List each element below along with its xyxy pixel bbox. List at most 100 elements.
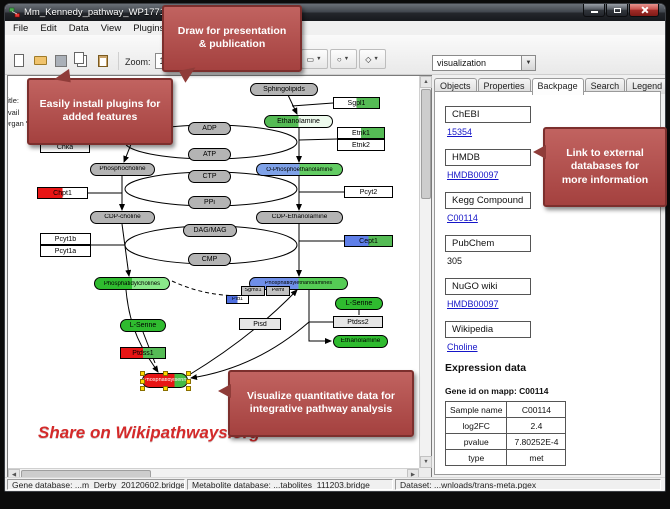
open-button[interactable] [30,51,50,70]
pathway-node-phosphocholine[interactable]: Phosphocholine [90,163,155,176]
pathway-node-o-phosphoethanolamine[interactable]: O-Phosphoethanolamine [256,163,343,176]
pathway-node-label: Phosphocholine [99,166,146,173]
pathway-node-sgpl1[interactable]: Sgpl1 [333,97,380,109]
new-file-icon [14,54,24,67]
pathway-node-ethanolamine[interactable]: Ethanolamine [333,335,388,348]
scroll-up-icon[interactable]: ▲ [420,76,432,88]
callout-pointer-icon [533,145,546,159]
backpage-link-choline[interactable]: Choline [447,342,478,352]
pathway-node-chpt1[interactable]: Chpt1 [37,187,88,199]
backpage-header-hmdb: HMDB [445,149,531,166]
pathway-info-line: Organ [8,119,24,128]
save-button[interactable] [51,51,71,70]
pathway-node-l-serine[interactable]: L-Serine [120,319,166,332]
pathway-node-sgms1[interactable]: Sgms1 [241,286,265,296]
backpage-link-hmdb00097[interactable]: HMDB00097 [447,170,499,180]
pathway-node-phosphatidylcholines[interactable]: Phosphatidylcholines [94,277,170,290]
callout-link: Link to external databases for more info… [533,127,667,208]
tab-legend[interactable]: Legend [626,78,665,94]
callout-draw-text: Draw for presentation & publication [177,24,287,51]
pathway-node-ethanolamine[interactable]: Ethanolamine [264,115,333,128]
selection-handle[interactable] [163,371,168,376]
copy-button[interactable] [72,51,92,70]
pathway-node-label: L-Serine [345,300,373,307]
pathway-node-etnk2[interactable]: Etnk2 [337,139,385,151]
pathway-node-adp[interactable]: ADP [188,122,231,135]
vertical-scrollbar[interactable]: ▲ ▼ [419,76,432,468]
expression-table-cell: pvalue [444,433,508,450]
selection-handle[interactable] [163,386,168,391]
pathway-node-ppi[interactable]: PPi [188,196,231,209]
status-dataset: Dataset: ...wnloads/trans-meta.pgex [395,479,661,490]
shape-tool-button[interactable]: ▼ [358,49,386,69]
menu-bar: FileEditDataViewPluginsHelp [5,21,665,36]
pathway-node-ptdss2[interactable]: Ptdss2 [333,316,383,328]
tab-objects[interactable]: Objects [434,78,477,94]
tab-search[interactable]: Search [584,78,626,94]
visualization-combobox[interactable]: visualization ▼ [432,55,536,71]
rectangle-tool-icon [307,54,315,64]
backpage-link-hmdb00097[interactable]: HMDB00097 [447,299,499,309]
backpage-value-305: 305 [447,256,463,266]
backpage-link-c00114[interactable]: C00114 [447,213,478,223]
visualization-dropdown-arrow-icon[interactable]: ▼ [521,56,535,70]
menu-item-view[interactable]: View [100,22,122,34]
status-metabolite-database: Metabolite database: ...tabolites_111203… [187,479,393,490]
tab-properties[interactable]: Properties [477,78,531,94]
maximize-button[interactable] [606,4,628,17]
pathway-node-dag-mag[interactable]: DAG/MAG [183,224,237,237]
backpage-link-15354[interactable]: 15354 [447,127,473,137]
pathway-node-cdp-choline[interactable]: CDP-choline [90,211,155,224]
rectangle-tool-button[interactable]: ▼ [300,49,328,69]
pathway-node-cdp-ethanolamine[interactable]: CDP-Ethanolamine [256,211,343,224]
selection-handle[interactable] [140,386,145,391]
oval-tool-button[interactable]: ▼ [329,49,357,69]
selection-handle[interactable] [140,371,145,376]
title-bar[interactable]: Mm_Kennedy_pathway_WP1771_45176.gpml [5,4,665,21]
menu-item-data[interactable]: Data [68,22,89,34]
menu-item-file[interactable]: File [13,22,29,34]
pathway-node-pcyt1b[interactable]: Pcyt1b [40,233,91,245]
backpage-section-hmdb: HMDB HMDB00097 [445,147,650,180]
minimize-button[interactable] [583,4,605,17]
pathway-node-sphingolipids[interactable]: Sphingolipids [250,83,318,96]
close-button[interactable] [629,4,659,17]
expression-table-cell: 7.80252E-4 [506,433,567,450]
pathway-node-l-serine[interactable]: L-Serine [335,297,383,310]
pathway-node-etnk1[interactable]: Etnk1 [337,127,385,139]
callout-draw: Draw for presentation & publication [162,5,302,84]
tab-backpage[interactable]: Backpage [531,78,584,95]
new-file-button[interactable] [9,51,29,70]
paste-icon [98,54,108,67]
scroll-down-icon[interactable]: ▼ [420,456,432,468]
vertical-scroll-thumb[interactable] [421,89,431,199]
pathway-node-pemt[interactable]: Pemt [266,286,290,296]
window-title: Mm_Kennedy_pathway_WP1771_45176.gpml [24,7,220,18]
selection-handle[interactable] [186,386,191,391]
paste-button[interactable] [93,51,113,70]
selection-handle[interactable] [186,378,191,384]
pathway-node-ptdss1[interactable]: Ptdss1 [120,347,166,359]
pathway-node-phosphatidylserines[interactable]: Phosphatidylserines [140,371,191,391]
pathway-node-pisd[interactable]: Pisd [239,318,281,330]
close-icon [640,6,648,14]
selection-handle[interactable] [140,378,145,384]
share-wikipathways-text: Share on Wikipathways.org [38,423,260,442]
pathway-node-ctp[interactable]: CTP [188,170,231,183]
selection-handle[interactable] [186,371,191,376]
toolbar-separator [118,52,119,70]
pathway-node-pld1[interactable]: Pld1 [226,295,249,304]
pathway-node-cmp[interactable]: CMP [188,253,231,266]
menu-item-edit[interactable]: Edit [40,22,57,34]
callout-plugins-text: Easily install plugins for added feature… [39,97,161,124]
backpage-header-pubchem: PubChem [445,235,531,252]
pathway-node-cept1[interactable]: Cept1 [344,235,393,247]
pathway-node-pcyt2[interactable]: Pcyt2 [344,186,393,198]
pathway-node-pcyt1a[interactable]: Pcyt1a [40,245,91,257]
pathway-node-label: Etnk1 [352,129,370,137]
menu-item-plugins[interactable]: Plugins [133,22,165,34]
pathway-node-label: Pcyt1b [54,235,77,243]
pathway-node-atp[interactable]: ATP [188,148,231,161]
